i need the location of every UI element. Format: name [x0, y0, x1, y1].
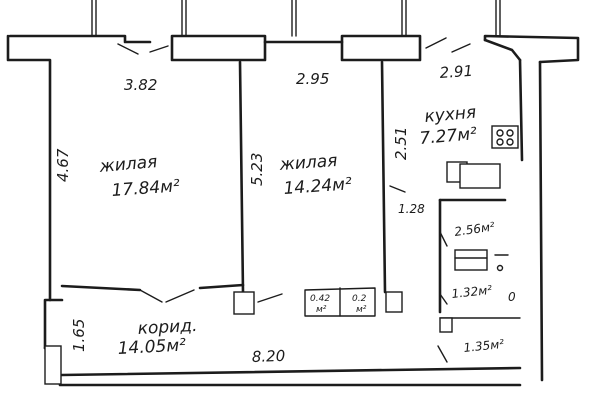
corridor-depth: 1.65 [70, 319, 88, 352]
exterior-walls [6, 34, 580, 387]
living2-area: 14.24м² [283, 174, 353, 199]
storage-area: 1.35м² [463, 337, 505, 355]
closet1-area: 0.42 [310, 294, 330, 304]
dimension-labels: 3.82 2.95 2.91 4.67 5.23 2.51 1.28 1.65 … [54, 62, 474, 366]
kitchen-name: кухня [424, 103, 477, 127]
wc-area: 1.32м² [451, 283, 493, 301]
kitchen-width: 2.91 [439, 62, 474, 82]
living1-width: 3.82 [124, 76, 157, 94]
living2-depth: 5.23 [248, 153, 266, 186]
door-swings [117, 37, 471, 363]
total-length: 8.20 [252, 347, 286, 366]
corridor-area: 14.05м² [117, 335, 186, 359]
shaft-boxes [233, 291, 453, 333]
window-lines [91, 0, 501, 37]
closets [304, 287, 376, 317]
living2-name: жилая [278, 151, 338, 175]
closet2-unit: м² [356, 305, 367, 315]
passage-width: 1.28 [398, 202, 425, 216]
kitchen-area: 7.27м² [419, 124, 478, 149]
kitchen-counter [446, 161, 501, 189]
pillar [44, 345, 62, 385]
stove-icon [491, 125, 519, 149]
living1-area: 17.84м² [111, 176, 181, 201]
wc-mark: 0 [508, 290, 516, 304]
bath-area: 2.56м² [453, 219, 495, 239]
corridor-name: корид. [137, 316, 198, 339]
kitchen-depth: 2.51 [392, 127, 410, 160]
closet1-unit: м² [316, 305, 327, 315]
bathtub-icon [454, 249, 509, 272]
living1-name: жилая [98, 152, 158, 177]
living2-width: 2.95 [296, 70, 329, 88]
living1-depth: 4.67 [54, 148, 72, 182]
interior-walls [60, 60, 522, 377]
room-labels: жилая 17.84м² жилая 14.24м² кухня 7.27м²… [98, 103, 516, 359]
closet2-area: 0.2 [352, 294, 367, 304]
